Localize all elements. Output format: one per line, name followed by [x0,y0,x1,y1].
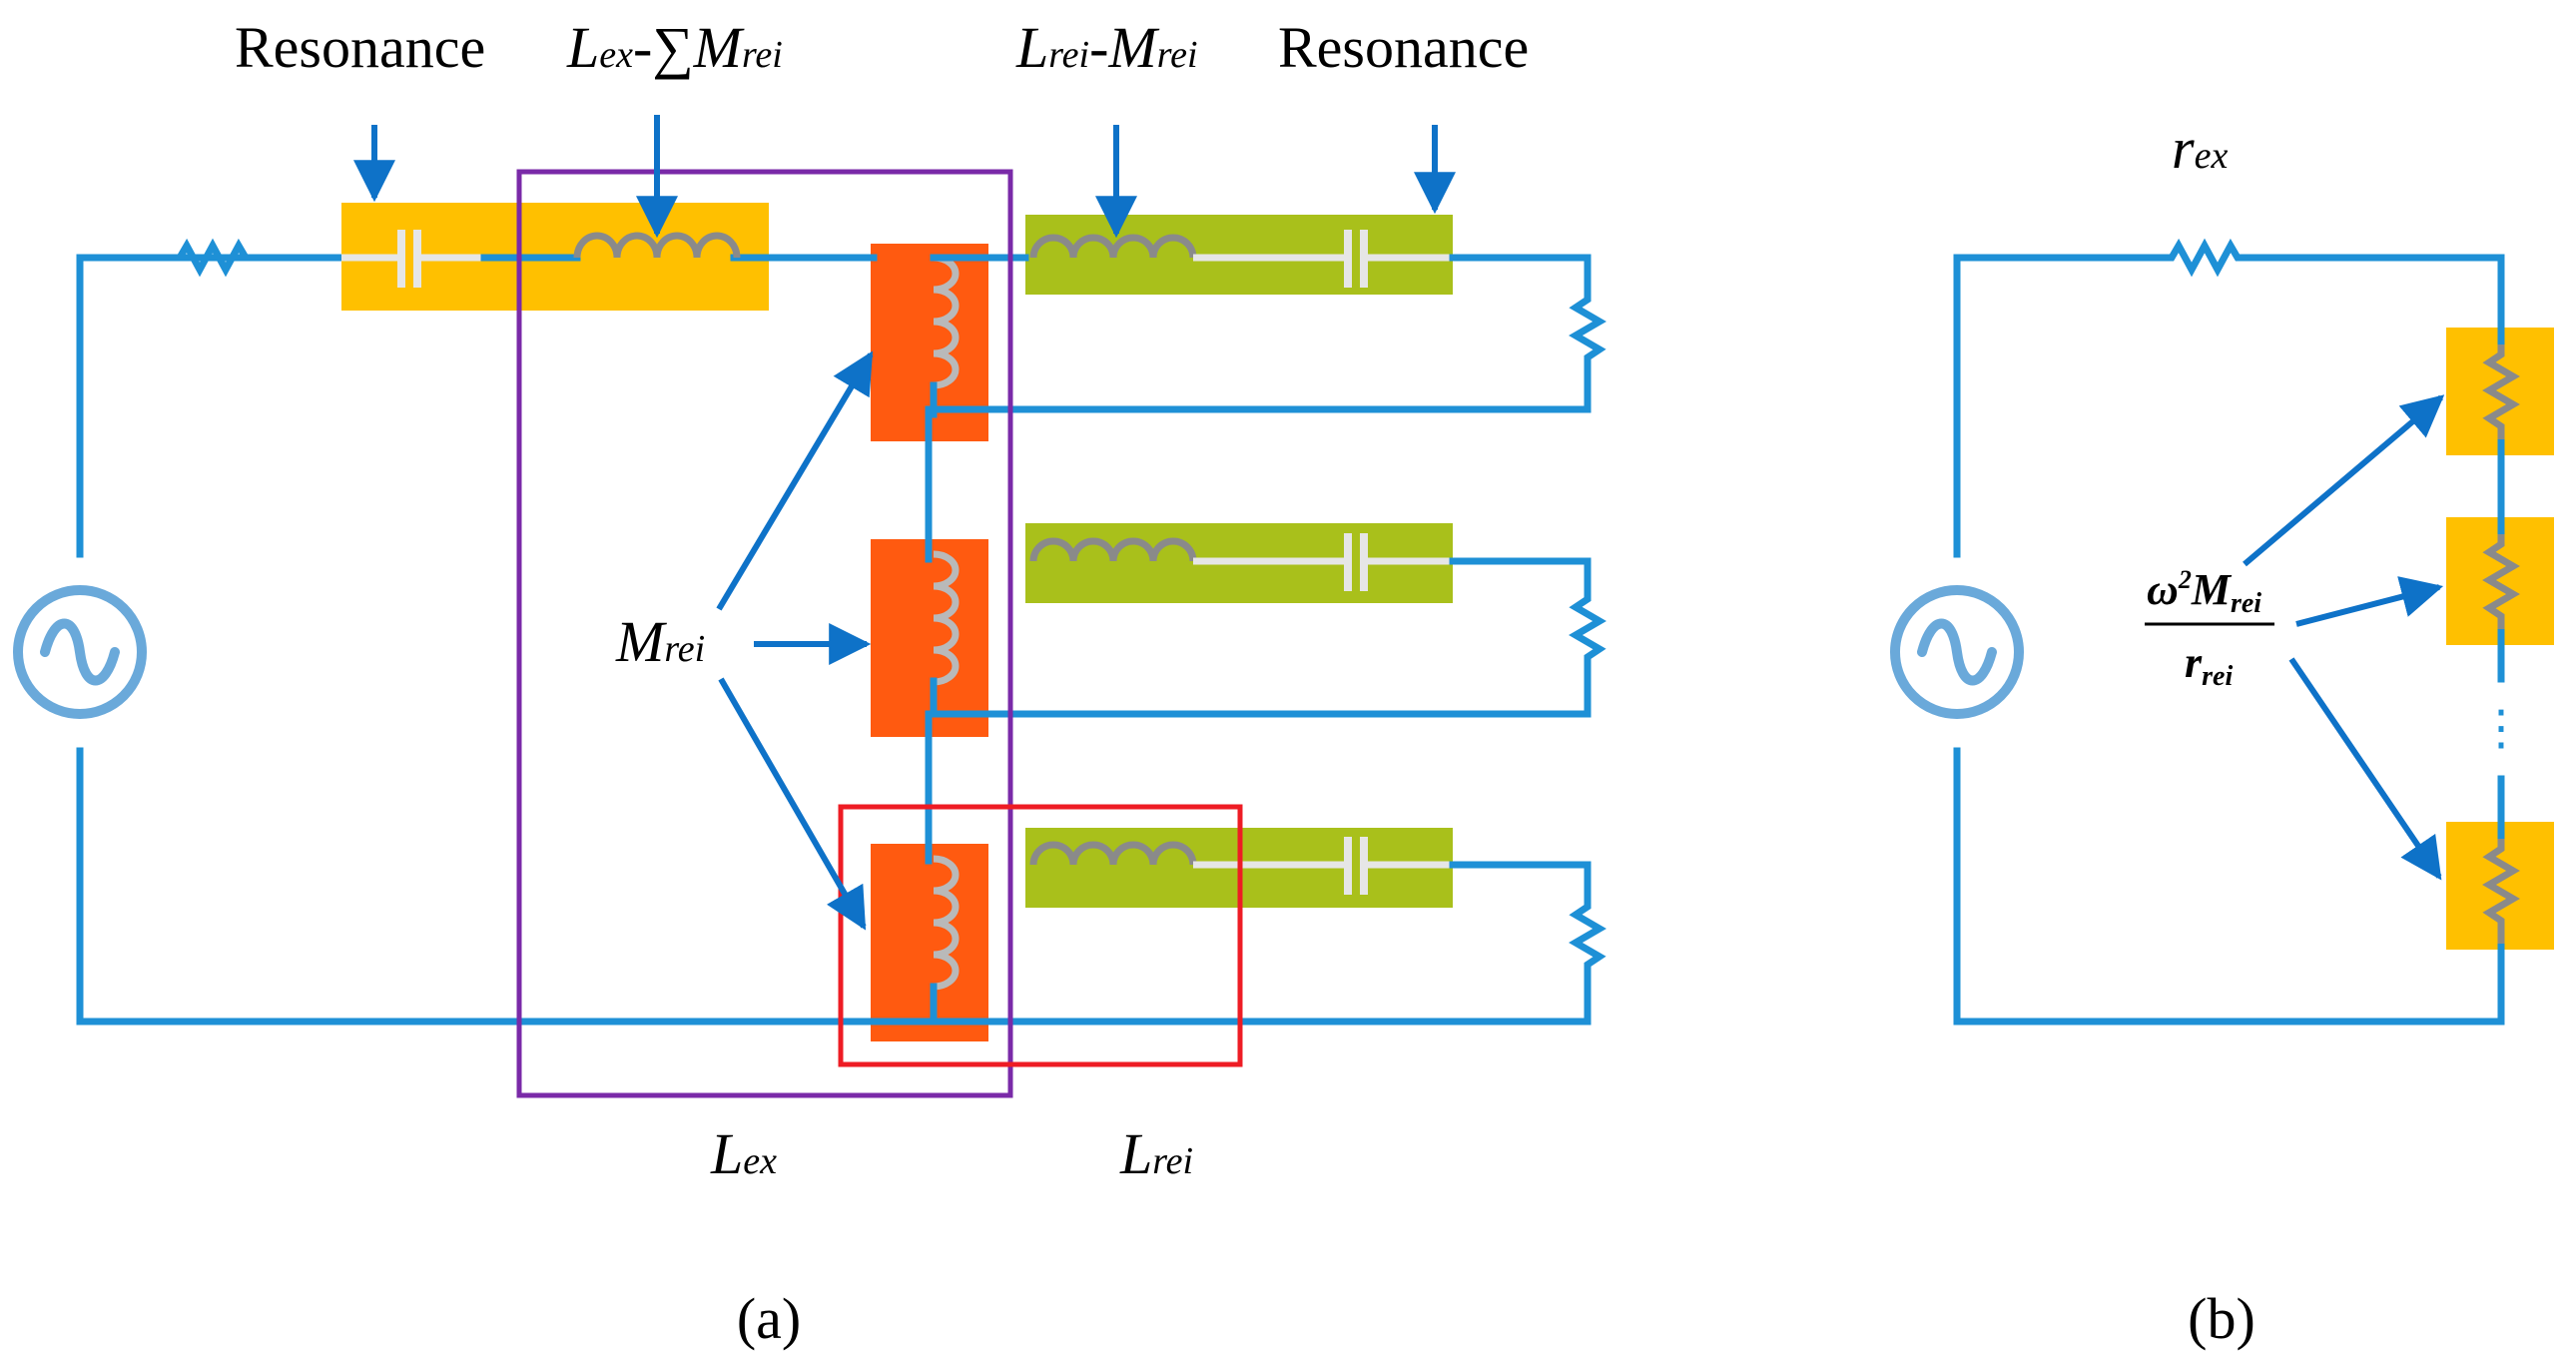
coupling-coil-2-block [871,539,988,737]
coupling-coil-3 [933,855,960,991]
panel-b: ⋮ rex ω2Mrei rrei (b) [1890,116,2554,1351]
arrow-mrei-up [716,350,874,611]
ellipsis-dots: ⋮ [2477,700,2525,756]
tx-left-wire-bottom [76,747,1592,1026]
tx-resistor [167,238,260,278]
rx3-return-wire [1449,861,1592,901]
label-lrei-minus-mrei: Lrei-Mrei [1015,15,1198,80]
rx1-inductor [1029,234,1197,259]
coupling-coil-3-block [871,844,988,1041]
label-rex: rex [2172,116,2228,181]
label-mrei: Mrei [615,609,705,674]
rx1-return-wire-2 [925,363,1592,563]
label-lrei: Lrei [1119,1121,1193,1186]
rx1-return-wire [1449,254,1592,294]
rx3-inductor [1029,841,1197,866]
panel-a: Resonance Resonance Lex-∑Mrei Lrei-Mrei … [13,15,1607,1351]
label-lex-minus-sum-mrei: Lex-∑Mrei [566,15,783,80]
b-loop-left-top [1953,254,2166,558]
rx2-return-wire [1449,557,1592,593]
b-loop-left-bottom [1953,747,2505,1026]
tx-series-inductor [573,232,741,259]
ac-source-b [1890,585,2024,719]
caption-b: (b) [2188,1286,2255,1351]
fraction-denominator: rrei [2185,638,2233,692]
caption-a: (a) [737,1286,801,1351]
rx2-load-resistor [1569,589,1607,667]
label-resonance-right: Resonance [1278,15,1529,80]
label-lex: Lex [710,1121,777,1186]
rx1-load-resistor [1569,290,1607,367]
b-loop-top-right [2243,254,2505,348]
lrei-group-box [838,804,1243,1067]
ac-source-a [13,585,147,719]
coupling-coil-2 [933,550,960,686]
fraction-numerator: ω2Mrei [2147,565,2261,619]
arrow-reflected-mid [2295,576,2444,627]
rx2-inductor [1029,537,1197,562]
rx3-load-resistor [1569,897,1607,979]
label-resonance-left: Resonance [235,15,485,80]
reflected-resistor-2 [2482,534,2520,629]
arrow-reflected-down [2288,657,2442,881]
lex-group-box [516,169,1013,1098]
b-series-resistor [2162,238,2247,278]
reflected-resistor-3 [2482,839,2520,944]
coupling-coil-1 [933,254,960,389]
reflected-resistor-1 [2482,344,2520,439]
arrow-reflected-up [2243,394,2445,567]
rx2-return-wire-2 [925,663,1592,865]
arrow-mrei-down [718,677,867,931]
